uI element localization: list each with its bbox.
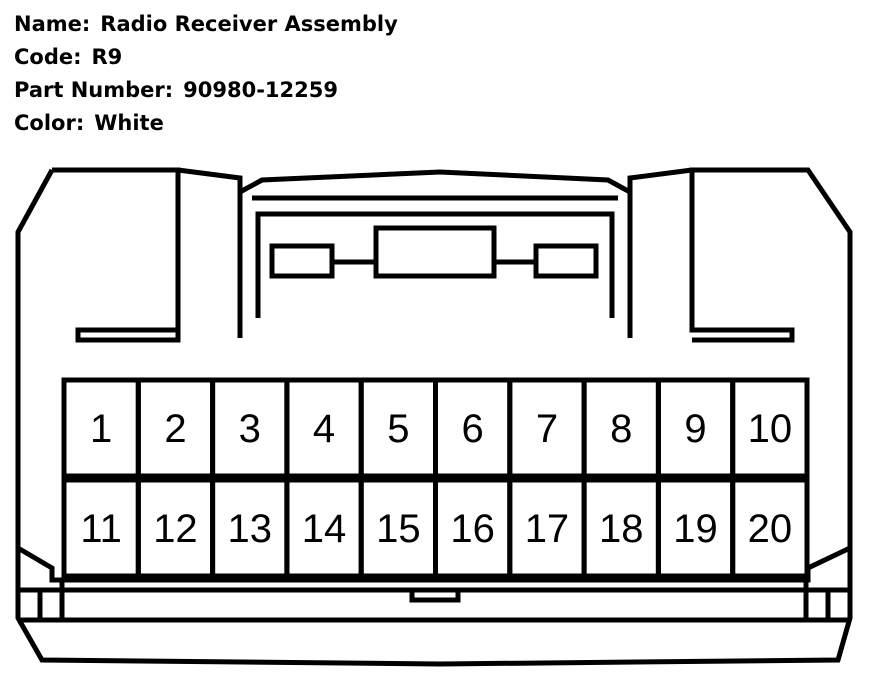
color-row: Color: White [14,107,398,140]
pin-number-14: 14 [302,507,347,551]
bottom-rail [16,545,852,583]
part-number-row: Part Number: 90980-12259 [14,74,398,107]
lock-housing-inner [255,211,615,318]
part-number-label: Part Number: [14,78,174,102]
pin-cavity-20 [730,477,810,579]
pin-number-1: 1 [90,407,112,451]
center-lock-tab [373,225,497,279]
pin-number-2: 2 [164,407,186,451]
pin-number-20: 20 [748,507,793,551]
pin-number-18: 18 [599,507,644,551]
connector-code: R9 [91,45,123,69]
pin-number-6: 6 [462,407,484,451]
color-label: Color: [14,111,85,135]
pin-number-5: 5 [387,407,409,451]
pin-number-9: 9 [684,407,706,451]
left-lock-tab [269,243,335,279]
pin-cavity-10 [730,377,810,479]
pin-number-3: 3 [239,407,261,451]
code-label: Code: [14,45,82,69]
pin-number-15: 15 [376,507,421,551]
pin-number-10: 10 [748,407,793,451]
right-lock-tab [533,243,599,279]
right-post [627,167,693,338]
right-foot [803,580,831,620]
housing-outline [15,167,853,667]
left-foot [37,580,65,620]
center-notch [409,587,461,603]
left-post [177,167,243,338]
pin-number-4: 4 [313,407,335,451]
connector-housing [15,167,853,667]
connector-info: Name: Radio Receiver Assembly Code: R9 Par… [14,8,398,140]
connector-color: White [94,111,164,135]
pin-number-7: 7 [536,407,558,451]
code-row: Code: R9 [14,41,398,74]
pin-number-11: 11 [80,507,122,551]
pin-number-13: 13 [228,507,273,551]
part-number: 90980-12259 [183,78,338,102]
name-label: Name: [14,12,91,36]
connector-name: Radio Receiver Assembly [100,12,398,36]
pin-number-8: 8 [610,407,632,451]
pin-number-12: 12 [153,507,198,551]
pin-number-19: 19 [673,507,718,551]
pin-number-17: 17 [525,507,570,551]
lock-housing-outer [237,169,633,338]
name-row: Name: Radio Receiver Assembly [14,8,398,41]
pin-number-16: 16 [450,507,495,551]
